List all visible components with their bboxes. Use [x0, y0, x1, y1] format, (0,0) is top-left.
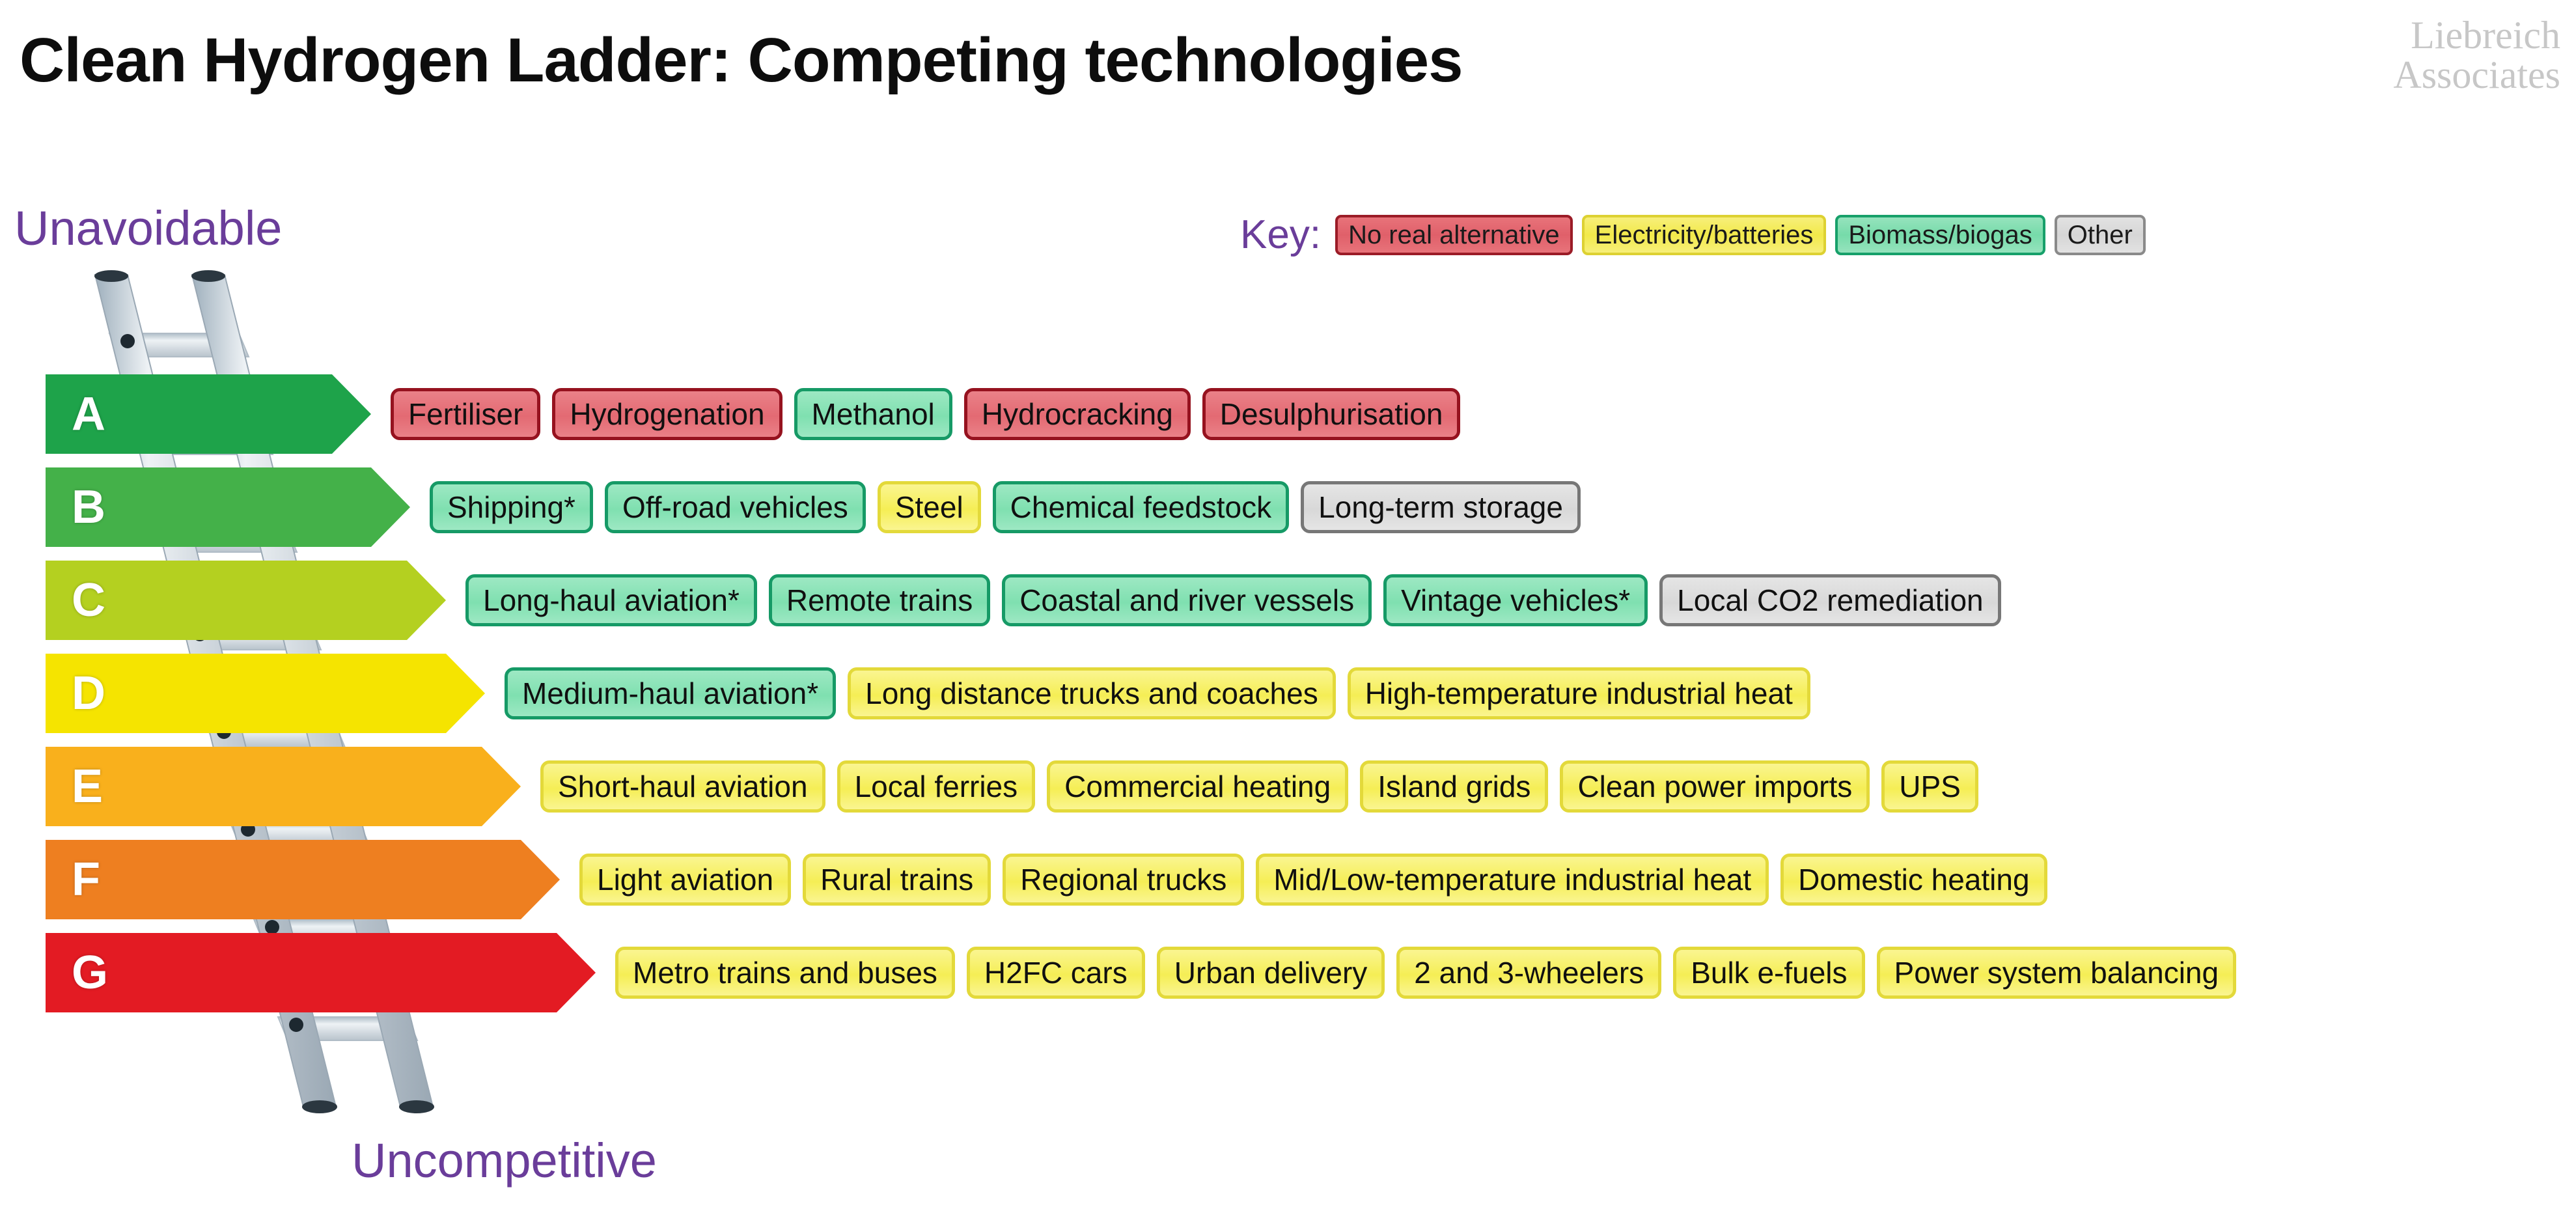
- grade-arrow-G: G: [46, 933, 596, 1012]
- legend-chip-yellow[interactable]: Electricity/batteries: [1581, 215, 1827, 255]
- tech-chip[interactable]: Long-haul aviation*: [465, 574, 757, 626]
- tech-chip[interactable]: Off-road vehicles: [604, 481, 866, 533]
- tech-chip[interactable]: Rural trains: [803, 854, 991, 906]
- tech-chip[interactable]: Urban delivery: [1156, 947, 1385, 999]
- grade-letter-B: B: [72, 481, 105, 533]
- tech-chip[interactable]: Long-term storage: [1301, 481, 1581, 533]
- legend-chip-green[interactable]: Biomass/biogas: [1835, 215, 2045, 255]
- tech-chip[interactable]: Remote trains: [768, 574, 991, 626]
- tech-chip[interactable]: High-temperature industrial heat: [1347, 667, 1810, 719]
- tech-chip[interactable]: Mid/Low-temperature industrial heat: [1256, 854, 1769, 906]
- tech-chip[interactable]: 2 and 3-wheelers: [1396, 947, 1662, 999]
- tech-chip[interactable]: Steel: [877, 481, 981, 533]
- grade-arrow-D: D: [46, 654, 485, 733]
- grade-letter-C: C: [72, 574, 105, 626]
- tech-list-D: Medium-haul aviation*Long distance truck…: [505, 654, 1810, 733]
- brand-logo: Liebreich Associates: [2393, 14, 2560, 97]
- tech-chip[interactable]: UPS: [1881, 760, 1978, 813]
- tech-chip[interactable]: Metro trains and buses: [615, 947, 955, 999]
- axis-label-uncompetitive: Uncompetitive: [352, 1134, 657, 1188]
- tech-chip[interactable]: Fertiliser: [391, 388, 541, 440]
- grade-letter-E: E: [72, 760, 104, 813]
- tech-chip[interactable]: Shipping*: [430, 481, 593, 533]
- page-title: Clean Hydrogen Ladder: Competing technol…: [20, 25, 1463, 95]
- brand-logo-line2: Associates: [2393, 53, 2560, 97]
- grade-arrow-E: E: [46, 747, 521, 826]
- tech-chip[interactable]: Clean power imports: [1560, 760, 1870, 813]
- brand-logo-line1: Liebreich: [2411, 14, 2560, 57]
- tech-chip[interactable]: Short-haul aviation: [540, 760, 825, 813]
- tech-chip[interactable]: Commercial heating: [1047, 760, 1349, 813]
- tech-chip[interactable]: Chemical feedstock: [992, 481, 1290, 533]
- grade-arrow-C: C: [46, 561, 446, 640]
- tech-chip[interactable]: Methanol: [794, 388, 952, 440]
- tech-chip[interactable]: Island grids: [1360, 760, 1549, 813]
- tech-chip[interactable]: Coastal and river vessels: [1002, 574, 1372, 626]
- grade-letter-G: G: [72, 947, 109, 999]
- tech-chip[interactable]: Long distance trucks and coaches: [848, 667, 1336, 719]
- grade-arrow-F: F: [46, 840, 560, 919]
- tech-chip[interactable]: Local CO2 remediation: [1659, 574, 2001, 626]
- grade-arrow-B: B: [46, 467, 410, 547]
- legend-chip-grey[interactable]: Other: [2054, 215, 2146, 255]
- axis-label-unavoidable: Unavoidable: [14, 201, 283, 255]
- tech-chip[interactable]: Light aviation: [579, 854, 792, 906]
- tech-chip[interactable]: Domestic heating: [1780, 854, 2047, 906]
- tech-chip[interactable]: Hydrocracking: [963, 388, 1191, 440]
- grade-letter-A: A: [72, 388, 105, 440]
- legend-chip-red[interactable]: No real alternative: [1335, 215, 1573, 255]
- grade-letter-D: D: [72, 667, 105, 719]
- tech-chip[interactable]: Regional trucks: [1003, 854, 1245, 906]
- tech-chip[interactable]: Vintage vehicles*: [1383, 574, 1648, 626]
- grade-arrow-A: A: [46, 374, 371, 454]
- tech-chip[interactable]: Local ferries: [837, 760, 1036, 813]
- tech-chip[interactable]: Bulk e-fuels: [1673, 947, 1865, 999]
- tech-chip[interactable]: H2FC cars: [966, 947, 1145, 999]
- tech-chip[interactable]: Medium-haul aviation*: [505, 667, 837, 719]
- tech-chip[interactable]: Desulphurisation: [1202, 388, 1461, 440]
- grade-letter-F: F: [72, 854, 100, 906]
- tech-chip[interactable]: Hydrogenation: [552, 388, 782, 440]
- tech-chip[interactable]: Power system balancing: [1876, 947, 2237, 999]
- legend-key-label: Key:: [1240, 212, 1322, 257]
